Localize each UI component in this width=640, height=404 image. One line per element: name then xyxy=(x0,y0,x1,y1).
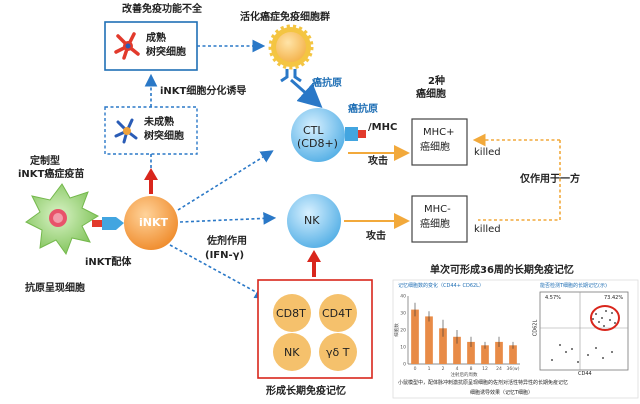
memory-gdt xyxy=(319,333,357,371)
caption-line-2: 细胞诱导效果（记忆T细胞） xyxy=(470,390,534,396)
inkt-induction-label: iNKT细胞分化诱导 xyxy=(160,86,247,97)
memory-box xyxy=(257,279,373,379)
cancer-antigen-label-1: 癌抗原 xyxy=(312,78,342,89)
inkt-ligand-label: iNKT配体 xyxy=(85,257,132,268)
immune-improvement-title: 改善免疫功能不全 xyxy=(122,4,202,15)
mini-chart-xtick: 4 xyxy=(456,366,459,372)
mature-dc-label-1: 成熟 xyxy=(146,33,166,44)
inkt-ligand-red xyxy=(92,220,102,227)
activated-cells-title: 活化癌症免疫细胞群 xyxy=(240,12,330,23)
immature-dc-box xyxy=(104,106,198,155)
mini-chart-bar xyxy=(411,309,419,364)
memory-cd4t xyxy=(319,294,357,332)
apc-label: 抗原呈现细胞 xyxy=(25,283,85,294)
mini-chart-bar xyxy=(453,336,461,364)
memory-cd8t xyxy=(273,294,311,332)
killed-label-2: killed xyxy=(474,224,501,235)
mini-chart-ytick: 0 xyxy=(403,362,406,368)
ctl-label-1: CTL xyxy=(303,124,324,137)
mini-chart-xtick: 0 xyxy=(414,366,417,372)
cancer-antigen-label-2: 癌抗原 xyxy=(348,104,378,115)
mature-dc-box xyxy=(104,21,198,71)
ctl-tcr xyxy=(345,127,358,141)
ctl-antigen xyxy=(358,130,366,138)
vaccine-label-1: 定制型 xyxy=(30,156,60,167)
mhc-plus-box xyxy=(411,118,468,166)
nk-cell xyxy=(287,194,341,248)
mhc-minus-box xyxy=(411,195,468,243)
ctl-cell xyxy=(291,108,345,162)
adjuvant-label-1: 佐剂作用 xyxy=(207,236,247,247)
mini-chart-xtick: 8 xyxy=(470,366,473,372)
killed-label-1: killed xyxy=(474,147,501,158)
inkt-ligand-blue xyxy=(102,217,116,230)
attack-label-1: 攻击 xyxy=(368,156,388,167)
flow-q2-value: 73.42% xyxy=(604,295,624,301)
mini-chart-xtick: 12 xyxy=(482,366,488,372)
vaccine-label-2: iNKT癌症疫苗 xyxy=(18,169,85,180)
mini-chart-bar xyxy=(481,345,489,364)
immature-dc-icon xyxy=(114,118,138,144)
two-types-label-2: 癌细胞 xyxy=(416,89,446,100)
antigen-presenting-cell xyxy=(25,183,100,256)
mini-chart-xtick: 24 xyxy=(496,366,502,372)
mini-chart-title: 记忆细胞数的变化（CD44+ CD62L） xyxy=(398,283,484,289)
mini-chart-ytick: 30 xyxy=(400,311,406,317)
only-one-label: 仅作用于一方 xyxy=(520,174,580,185)
mature-dc-icon xyxy=(114,32,140,60)
memory-title: 形成长期免疫记忆 xyxy=(266,386,346,397)
two-types-label-1: 2种 xyxy=(428,76,445,87)
mini-chart-bar xyxy=(425,316,433,364)
flow-q1-value: 4.57% xyxy=(545,295,561,301)
attack-label-2: 攻击 xyxy=(366,231,386,242)
mini-chart-xtick: 2 xyxy=(442,366,445,372)
longterm-memory-title: 单次可形成36周的长期免疫记忆 xyxy=(430,265,574,276)
mini-chart-bar xyxy=(467,341,475,364)
flow-plot-title: 能否检测T细胞的长期记忆(示) xyxy=(540,283,607,289)
memory-gdt-label: γδ T xyxy=(326,346,350,359)
flow-cytometry-plot xyxy=(539,291,629,371)
mhc-minus-label-2: 癌细胞 xyxy=(420,219,450,230)
immature-dc-label-1: 未成熟 xyxy=(144,117,174,128)
nk-cell-label: NK xyxy=(304,214,320,227)
mhc-label: /MHC xyxy=(368,122,398,133)
memory-nk xyxy=(273,333,311,371)
mhc-plus-label-1: MHC+ xyxy=(423,127,455,138)
flow-x-label: CD44 xyxy=(578,371,592,377)
ctl-label-2: (CD8+) xyxy=(297,137,338,150)
memory-cd8t-label: CD8T xyxy=(276,307,306,320)
mini-chart-ytick: 10 xyxy=(400,345,406,351)
adjuvant-label-2: (IFN-γ) xyxy=(205,250,245,261)
inkt-cell xyxy=(124,196,178,250)
mini-chart-xtick: 1 xyxy=(428,366,431,372)
immature-dc-label-2: 树突细胞 xyxy=(144,131,184,142)
mini-chart-ytick: 20 xyxy=(400,328,406,334)
mature-dc-label-2: 树突细胞 xyxy=(146,47,186,58)
mini-chart-xlabel: 注射后的周数 xyxy=(451,371,478,378)
caption-line-1: 小鼠模型中，配体脉冲刺激抗原呈现细胞的佐剂对活性特异性的长期免疫记忆 xyxy=(398,380,569,386)
mini-chart-bar xyxy=(509,345,517,364)
mini-chart-bar xyxy=(495,341,503,364)
mhc-minus-label-1: MHC- xyxy=(424,204,451,215)
flow-y-label: CD62L xyxy=(532,319,539,337)
mini-chart-bar xyxy=(439,328,447,364)
mhc-plus-label-2: 癌细胞 xyxy=(420,142,450,153)
mini-chart-xtick: 36(w) xyxy=(507,366,520,372)
inkt-cell-label: iNKT xyxy=(139,216,169,229)
activated-immune-cell xyxy=(268,24,314,83)
mini-chart-ytick: 40 xyxy=(400,294,406,300)
mini-chart-ylabel: 细胞数 xyxy=(393,323,400,337)
memory-nk-label: NK xyxy=(284,346,300,359)
memory-cd4t-label: CD4T xyxy=(322,307,352,320)
